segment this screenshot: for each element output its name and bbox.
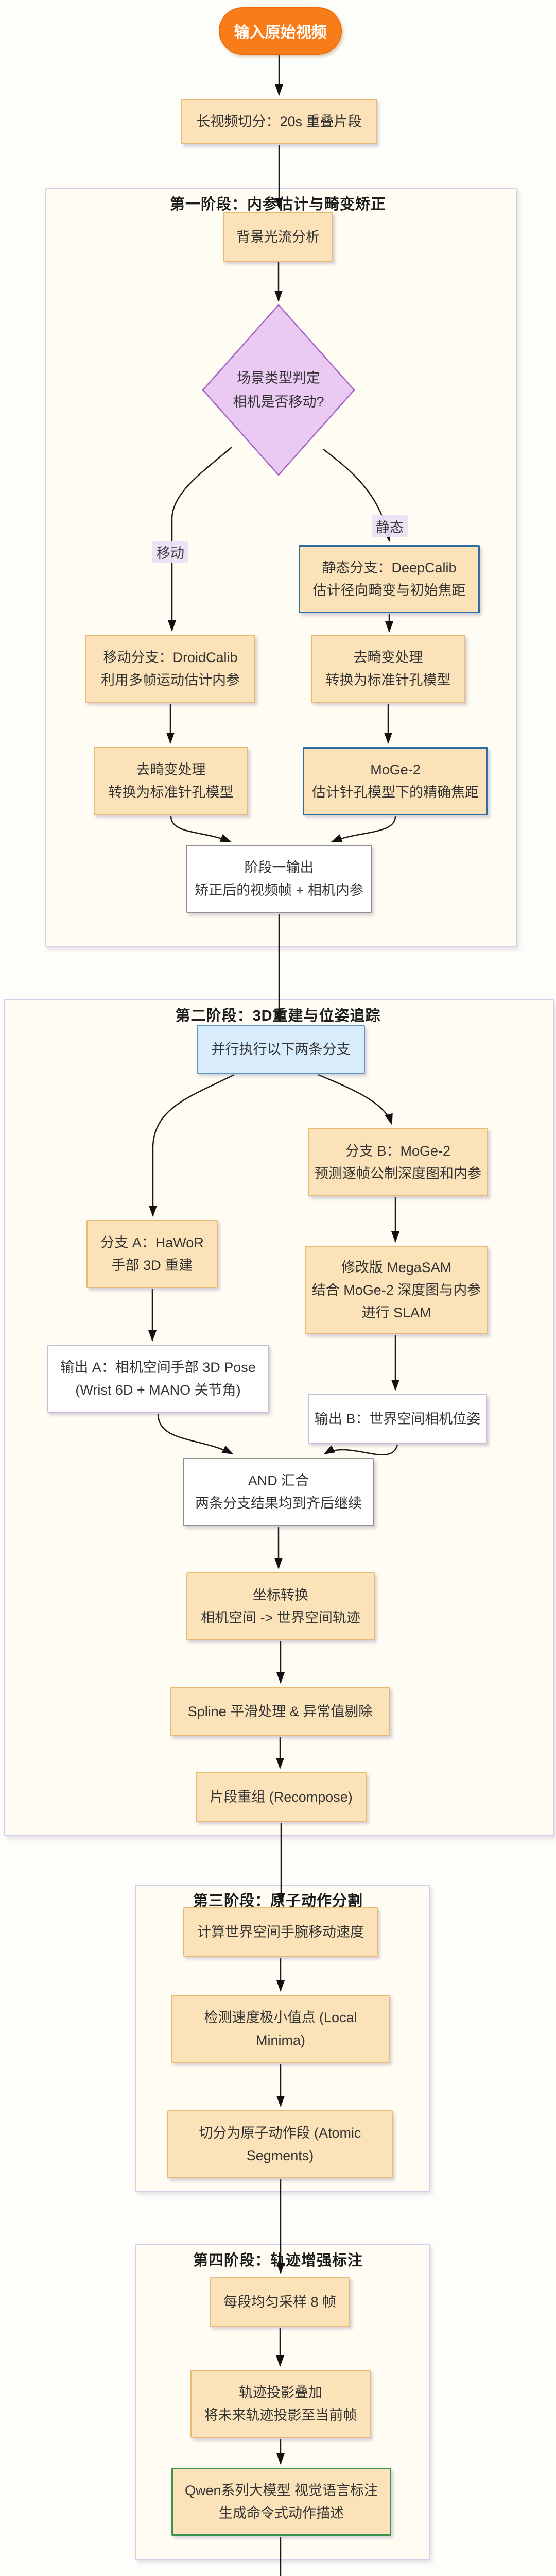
node-atomic-segments: 切分为原子动作段 (Atomic Segments) xyxy=(167,2110,393,2178)
edge-outputb-to-and xyxy=(323,1444,398,1456)
node-branch-b-moge2: 分支 B：MoGe-2 预测逐帧公制深度图和内参 xyxy=(308,1128,488,1196)
node-sample-8-frames: 每段均匀采样 8 帧 xyxy=(210,2277,350,2327)
node-droidcalib: 移动分支：DroidCalib 利用多帧运动估计内参 xyxy=(85,635,255,703)
node-input-video-label: 输入原始视频 xyxy=(234,24,327,41)
node-traj-projection: 轨迹投影叠加 将未来轨迹投影至当前帧 xyxy=(190,2370,371,2438)
edge-decision-moving xyxy=(168,447,232,632)
decision-diamond-shape xyxy=(202,304,355,476)
edge-left-to-stage1out xyxy=(170,816,232,843)
node-recompose: 片段重组 (Recompose) xyxy=(196,1772,367,1822)
node-input-video: 输入原始视频 xyxy=(219,7,342,55)
node-local-minima: 检测速度极小值点 (Local Minima) xyxy=(171,1995,390,2063)
edge-label-static: 静态 xyxy=(372,515,408,537)
node-output-b: 输出 B：世界空间相机位姿 xyxy=(308,1394,487,1444)
node-and-join: AND 汇合 两条分支结果均到齐后继续 xyxy=(183,1458,374,1526)
node-parallel-exec: 并行执行以下两条分支 xyxy=(197,1025,365,1074)
node-coord-transform: 坐标转换 相机空间 -> 世界空间轨迹 xyxy=(186,1572,375,1640)
edge-outputa-to-and xyxy=(157,1413,234,1455)
edge-parallel-to-brancha xyxy=(149,1074,235,1217)
node-wrist-speed: 计算世界空间手腕移动速度 xyxy=(183,1907,378,1957)
node-qwen-annotation: Qwen系列大模型 视觉语言标注 生成命令式动作描述 xyxy=(171,2468,391,2536)
node-megasam-slam: 修改版 MegaSAM 结合 MoGe-2 深度图与内参进行 SLAM xyxy=(305,1246,488,1334)
node-stage1-output: 阶段一输出 矫正后的视频帧 + 相机内参 xyxy=(186,845,372,913)
node-video-split: 长视频切分：20s 重叠片段 xyxy=(181,99,377,144)
node-spline-smooth: Spline 平滑处理 & 异常值剔除 xyxy=(170,1687,390,1736)
node-bg-optical-flow: 背景光流分析 xyxy=(223,212,333,262)
edge-label-moving: 移动 xyxy=(152,541,188,563)
node-branch-a-hawor: 分支 A：HaWoR 手部 3D 重建 xyxy=(86,1220,218,1288)
node-undistort-static: 去畸变处理 转换为标准针孔模型 xyxy=(311,635,465,703)
node-deepcalib: 静态分支：DeepCalib 估计径向畸变与初始焦距 xyxy=(299,545,480,613)
stage4-title: 第四阶段：轨迹增强标注 xyxy=(193,2252,363,2269)
node-undistort-moving: 去畸变处理 转换为标准针孔模型 xyxy=(94,747,248,815)
node-output-a: 输出 A：相机空间手部 3D Pose (Wrist 6D + MANO 关节角… xyxy=(47,1345,269,1413)
node-moge2-focal: MoGe-2 估计针孔模型下的精确焦距 xyxy=(303,747,488,815)
edge-parallel-to-branchb xyxy=(318,1074,393,1125)
node-scene-decision: 场景类型判定 相机是否移动? xyxy=(233,370,324,410)
stage1-title: 第一阶段：内参估计与畸变矫正 xyxy=(169,196,386,213)
stage2-title: 第二阶段：3D重建与位姿追踪 xyxy=(175,1008,381,1024)
edge-right-to-stage1out xyxy=(331,816,396,843)
